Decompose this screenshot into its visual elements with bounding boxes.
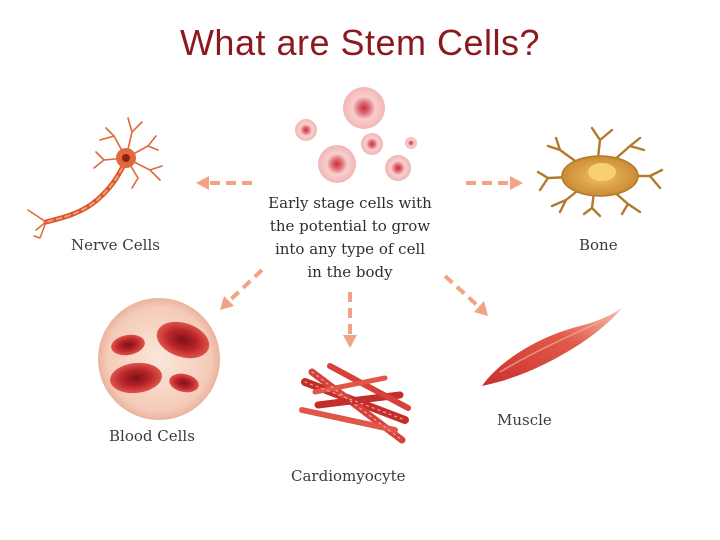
arrowheads: [196, 176, 523, 348]
label-blood-cells: Blood Cells: [109, 427, 195, 445]
description-line: the potential to grow: [269, 217, 431, 235]
bone-cell-icon: [536, 126, 664, 218]
label-cardiomyocyte: Cardiomyocyte: [291, 467, 406, 485]
description-line: in the body: [307, 263, 393, 281]
cardiomyocyte-icon: [299, 363, 411, 444]
stem-cell-cluster: [295, 87, 417, 183]
blood-cells-icon: [98, 298, 220, 420]
arrow-to-blood: [226, 268, 264, 304]
description-line: Early stage cells with: [268, 194, 432, 212]
arrows: [208, 181, 510, 334]
nerve-cell-icon: [27, 117, 163, 239]
label-bone: Bone: [579, 236, 618, 254]
muscle-icon: [482, 308, 622, 386]
description-line: into any type of cell: [274, 240, 426, 258]
label-nerve-cells: Nerve Cells: [71, 236, 160, 254]
stem-cell-description: Early stage cells with the potential to …: [245, 192, 455, 284]
label-muscle: Muscle: [497, 411, 552, 429]
page-title: What are Stem Cells?: [179, 22, 541, 63]
arrow-to-muscle: [443, 274, 480, 308]
